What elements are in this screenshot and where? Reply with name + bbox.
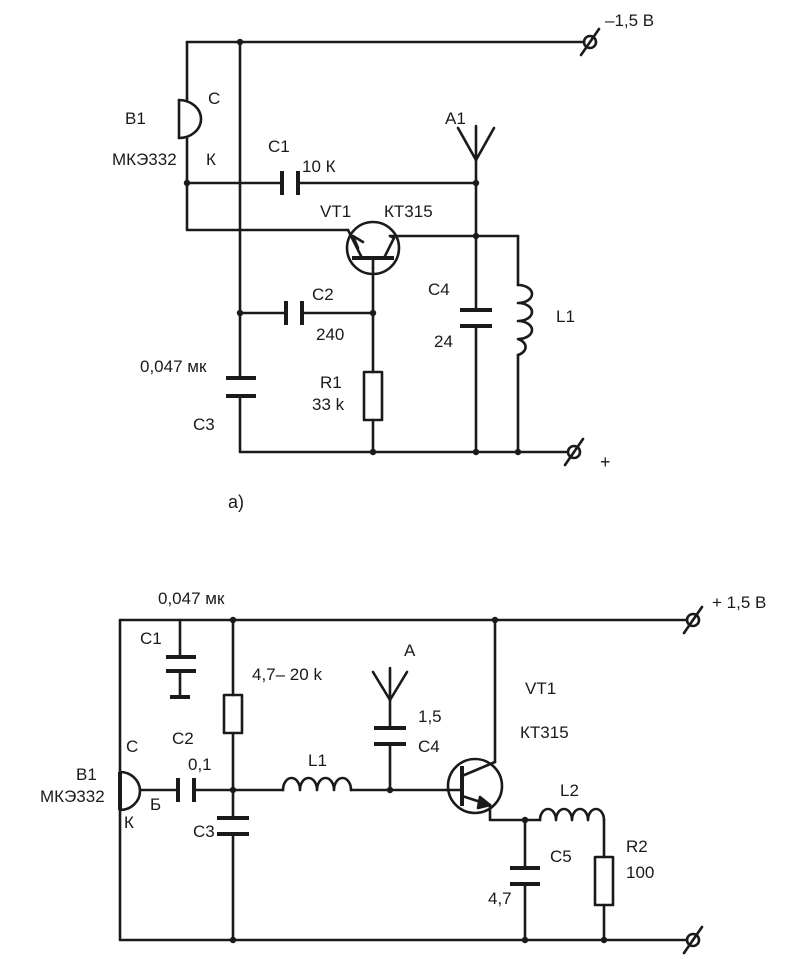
r1-value-label-a: 33 k <box>312 395 345 414</box>
diagram-a-wires <box>185 40 586 454</box>
mic-b1 <box>177 98 203 140</box>
capacitor-c3-b <box>217 816 249 836</box>
transistor-vt1 <box>345 220 401 276</box>
diagram-a: –1,5 В + B1 С МКЭ332 К C1 10 К A1 VT1 КТ… <box>112 11 654 512</box>
mic-b1-b <box>118 770 142 812</box>
capacitor-c2 <box>284 301 304 325</box>
capacitor-c1-b <box>166 655 196 699</box>
antenna-a-b <box>371 666 409 702</box>
c1-value-label-a: 10 К <box>302 157 336 176</box>
c2-value-label-a: 240 <box>316 325 344 344</box>
r2-value-label-b: 100 <box>626 863 654 882</box>
diagram-b-wires <box>118 618 689 942</box>
inductor-l1 <box>516 283 534 357</box>
resistor-r1-b <box>222 693 244 735</box>
capacitor-c1 <box>280 171 300 195</box>
terminal-plus-a <box>563 437 585 467</box>
l2-ref-label-b: L2 <box>560 781 579 800</box>
terminal-plus-b <box>682 605 704 635</box>
antenna-a1 <box>456 124 496 162</box>
vt1-ref-label-b: VT1 <box>525 679 556 698</box>
mic-model-label-b: МКЭ332 <box>40 787 105 806</box>
c2-value-label-b: 0,1 <box>188 755 212 774</box>
c4-value-label-a: 24 <box>434 332 453 351</box>
mic-ref-label-a: B1 <box>125 109 146 128</box>
resistor-r1 <box>362 370 384 422</box>
c1-ref-label-b: C1 <box>140 629 162 648</box>
mic-pin-k-label-b: К <box>124 813 134 832</box>
capacitor-c4-b <box>374 726 406 746</box>
diagram-b: 0,047 мк + 1,5 В C1 4,7– 20 k A 1,5 C4 V… <box>40 589 766 955</box>
resistor-r2-b <box>593 855 615 907</box>
caption-a: а) <box>228 492 244 512</box>
capacitor-c3 <box>226 376 256 398</box>
l1-ref-label-a: L1 <box>556 307 575 326</box>
mic-pin-c-label-b: С <box>126 737 138 756</box>
c5-ref-label-b: C5 <box>550 847 572 866</box>
mic-pin-c-label-a: С <box>208 89 220 108</box>
capacitor-c5-b <box>510 866 540 886</box>
supply-plus-label-a: + <box>600 452 611 472</box>
r2-ref-label-b: R2 <box>626 837 648 856</box>
c4-ref-label-b: C4 <box>418 737 440 756</box>
c3-ref-label-a: C3 <box>193 415 215 434</box>
c3-ref-label-b: C3 <box>193 822 215 841</box>
r1-value-label-b: 4,7– 20 k <box>252 665 322 684</box>
transistor-vt1-b <box>444 757 504 815</box>
terminal-ground-b <box>682 925 704 955</box>
diagram-b-junctions <box>229 616 608 944</box>
terminal-minus <box>579 27 601 57</box>
antenna-ref-label-b: A <box>404 641 416 660</box>
c1-ref-label-a: C1 <box>268 137 290 156</box>
mic-model-label-a: МКЭ332 <box>112 150 177 169</box>
c5-value-label-b: 4,7 <box>488 889 512 908</box>
supply-plus-label-b: + 1,5 В <box>712 593 766 612</box>
mic-pin-k-label-a: К <box>206 150 216 169</box>
inductor-l1-b <box>281 776 353 792</box>
vt1-model-label-a: КТ315 <box>384 202 433 221</box>
supply-minus-label: –1,5 В <box>605 11 654 30</box>
capacitor-c2-b <box>176 778 196 802</box>
capacitor-c4 <box>460 308 492 328</box>
c2-ref-label-b: C2 <box>172 729 194 748</box>
c2-ref-label-a: C2 <box>312 285 334 304</box>
c4-value-label-b: 1,5 <box>418 707 442 726</box>
c1-value-label-b: 0,047 мк <box>158 589 225 608</box>
mic-pin-b-label-b: Б <box>150 795 161 814</box>
c4-ref-label-a: C4 <box>428 280 450 299</box>
antenna-ref-label-a: A1 <box>445 109 466 128</box>
inductor-l2-b <box>538 807 606 822</box>
c3-value-label-a: 0,047 мк <box>140 357 207 376</box>
mic-ref-label-b: B1 <box>76 765 97 784</box>
l1-ref-label-b: L1 <box>308 751 327 770</box>
vt1-ref-label-a: VT1 <box>320 202 351 221</box>
r1-ref-label-a: R1 <box>320 373 342 392</box>
vt1-model-label-b: КТ315 <box>520 723 569 742</box>
diagram-a-junctions <box>183 38 522 456</box>
